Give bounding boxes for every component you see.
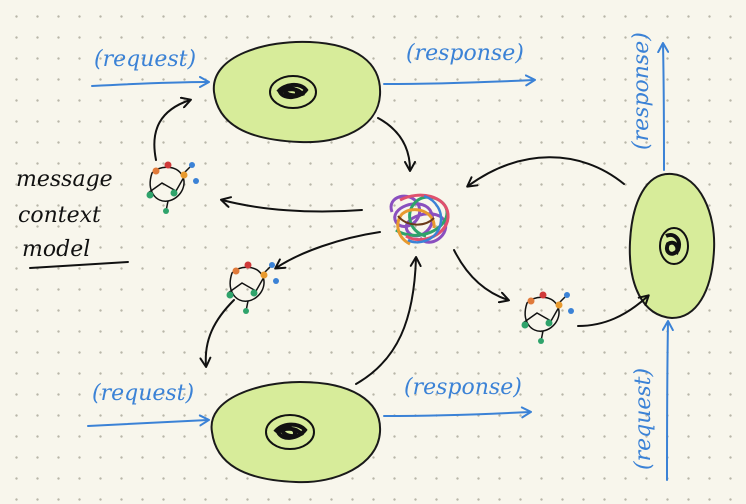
arrow-response-right [657,42,670,171]
message-molecule-icon [226,261,279,314]
scribble-nucleus-icon [265,414,315,450]
label-model-line1: message [16,167,113,192]
scribble-nucleus-icon [659,227,689,265]
label-response-bottom: (response) [404,375,522,400]
arrow-tangle-to-molecule-right [453,249,510,304]
arrow-tangle-to-molecule-mid [274,231,381,270]
label-request-right: (request) [631,368,656,470]
message-molecule-icon [146,161,199,214]
arrow-request-right [661,320,674,481]
message-context-model-label: message context model [16,167,129,269]
arrow-bottom-cell-to-tangle [355,256,422,385]
label-request-top: (request) [94,47,196,72]
label-response-right: (response) [629,32,654,150]
arrow-right-cell-to-tangle [466,156,625,188]
arrow-request-top [91,76,210,89]
message-molecule-icon [521,291,574,344]
cell-right [628,172,716,320]
cell-top [212,40,382,144]
cell-bottom [210,380,382,484]
label-response-top: (response) [406,41,524,66]
arrow-top-cell-to-tangle [377,117,416,172]
label-model-line2: context [18,203,101,228]
arrow-response-top [383,74,536,87]
arrow-molecule-left-to-top-cell [153,96,192,161]
colorful-tangle-icon [389,193,450,246]
label-request-bottom: (request) [92,381,194,406]
label-model-line3: model [22,237,90,262]
arrow-response-bottom [383,406,532,419]
arrow-molecule-right-to-right-cell [577,294,650,327]
model-label-underline [29,261,129,269]
arrow-tangle-to-molecule-left [220,196,363,213]
scribble-nucleus-icon [269,75,317,109]
arrow-request-bottom [87,414,210,427]
arrow-molecule-mid-to-bottom-cell [199,299,235,368]
